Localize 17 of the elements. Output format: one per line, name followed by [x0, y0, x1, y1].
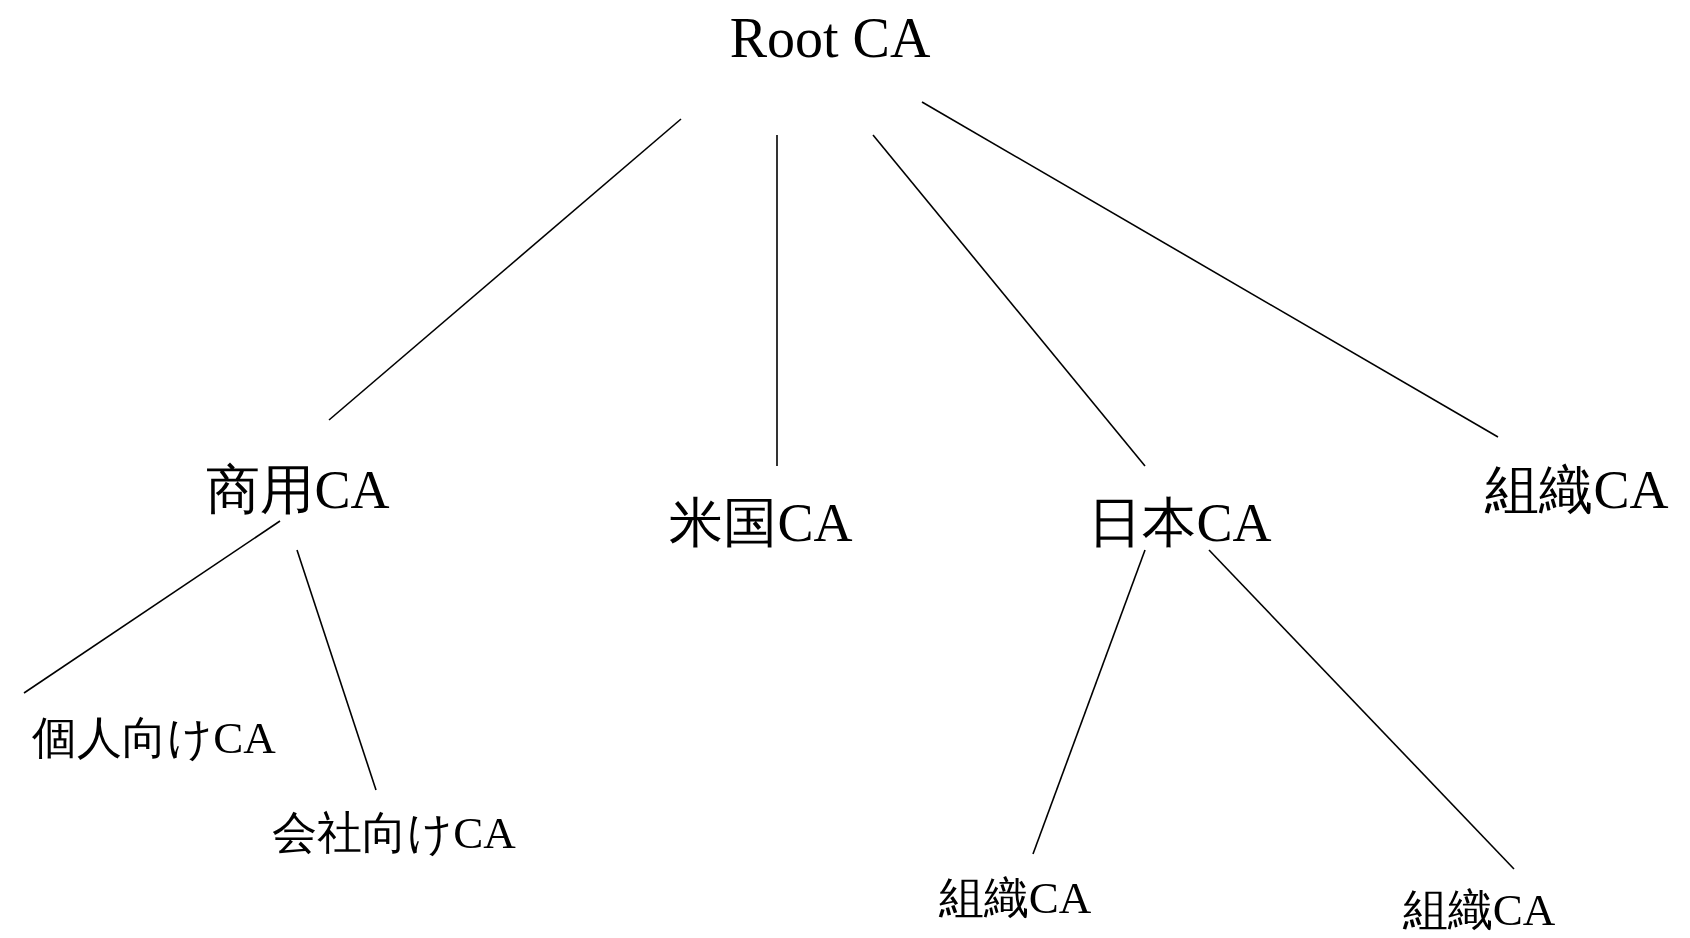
ca-label: 組織CA: [938, 872, 1092, 923]
connector-line: [872, 134, 1146, 467]
ca-label: Root CA: [729, 7, 931, 69]
connector-line: [921, 101, 1499, 438]
connector-line: [1208, 549, 1515, 870]
ca-label: 会社向けCA: [272, 807, 516, 858]
connector-line: [1032, 549, 1146, 855]
connector-line: [328, 118, 682, 421]
ca-label: 米国CA: [669, 493, 853, 553]
connector-line: [776, 134, 778, 467]
ca-label: 商用CA: [206, 460, 390, 520]
ca-label: 組織CA: [1402, 884, 1556, 935]
connector-line: [23, 520, 281, 694]
ca-label: 日本CA: [1088, 493, 1272, 553]
ca-label: 組織CA: [1485, 460, 1669, 520]
connector-line: [296, 549, 377, 791]
ca-label: 個人向けCA: [32, 712, 276, 763]
